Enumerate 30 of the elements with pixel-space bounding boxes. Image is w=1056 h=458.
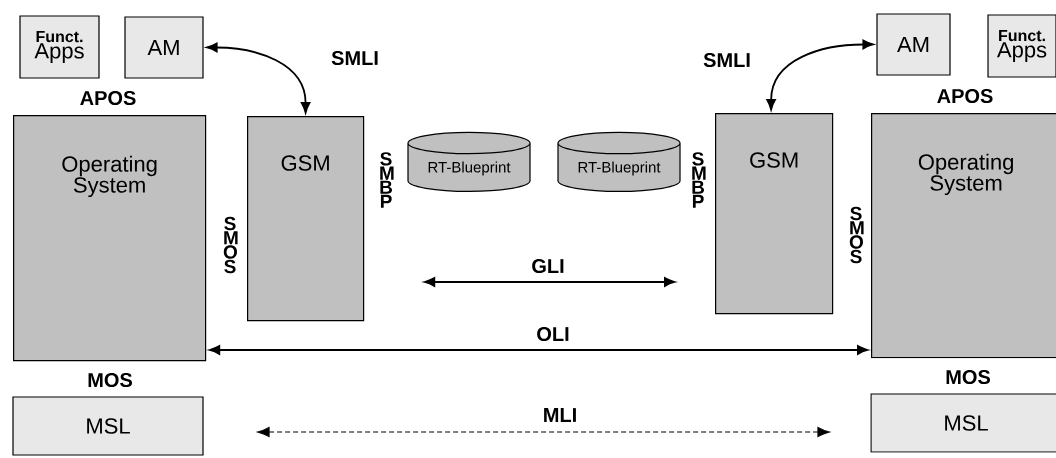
interface-label: SMBP bbox=[380, 152, 394, 208]
module-box: MSL bbox=[870, 393, 1056, 453]
interface-label: MOS bbox=[946, 369, 990, 385]
arrow bbox=[206, 42, 311, 114]
edge-label: SMLI bbox=[330, 49, 380, 67]
edge-label: GLI bbox=[530, 257, 566, 275]
interface-label: APOS bbox=[937, 88, 993, 104]
layer-box: GSM bbox=[715, 113, 834, 315]
layer-box: Operating System bbox=[13, 115, 207, 362]
layer-box: Operating System bbox=[871, 113, 1056, 359]
app-box: Funct. Apps bbox=[987, 14, 1056, 78]
arrow bbox=[208, 345, 869, 355]
arrow bbox=[423, 277, 676, 287]
module-box: AM bbox=[876, 13, 951, 76]
interface-label: SMOS bbox=[223, 216, 238, 274]
interface-label: SMOS bbox=[849, 206, 864, 264]
arrow bbox=[257, 426, 830, 438]
arrow bbox=[766, 39, 874, 111]
interface-label: MOS bbox=[88, 372, 132, 388]
app-box: Funct. Apps bbox=[19, 15, 100, 79]
module-box: MSL bbox=[12, 396, 204, 456]
edge-label: OLI bbox=[535, 325, 571, 343]
module-box: AM bbox=[124, 16, 204, 79]
database-cylinder: RT-Blueprint bbox=[407, 131, 531, 192]
interface-label: SMBP bbox=[692, 152, 706, 208]
layer-box: GSM bbox=[247, 116, 365, 322]
edge-label: SMLI bbox=[702, 51, 752, 69]
database-cylinder: RT-Blueprint bbox=[557, 131, 681, 192]
interface-label: APOS bbox=[80, 90, 136, 106]
edge-label: MLI bbox=[541, 407, 579, 423]
